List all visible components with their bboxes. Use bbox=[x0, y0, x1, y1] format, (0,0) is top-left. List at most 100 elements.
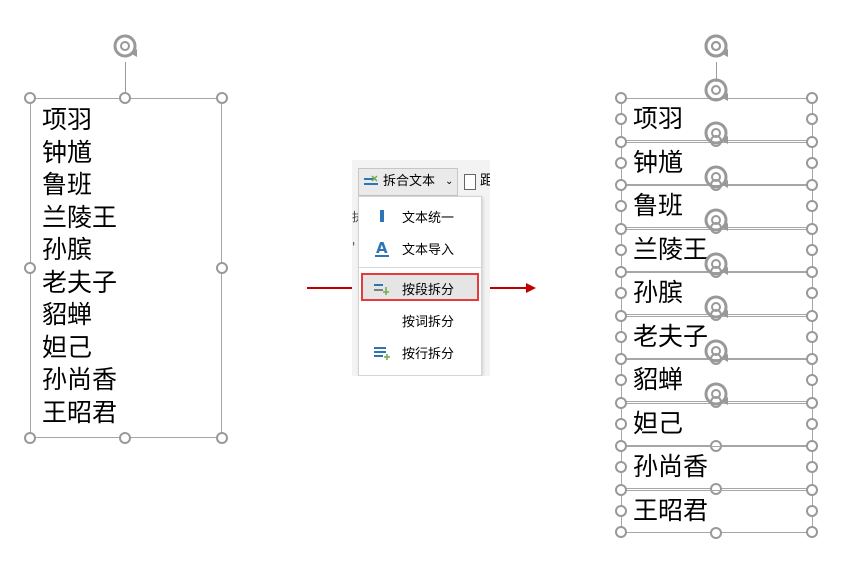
svg-text:A: A bbox=[376, 239, 388, 257]
resize-handle-right[interactable] bbox=[806, 330, 818, 343]
resize-handle-top-right[interactable] bbox=[806, 353, 818, 365]
resize-handle-right[interactable] bbox=[806, 243, 818, 256]
text-line: 老夫子 bbox=[42, 267, 118, 297]
resize-handle-left[interactable] bbox=[615, 156, 627, 169]
menu-item-split-by-line[interactable]: 按行拆分 bbox=[359, 337, 481, 367]
resize-handle-right[interactable] bbox=[806, 461, 818, 473]
text-line: 妲己 bbox=[42, 332, 93, 362]
resize-handle-top-left[interactable] bbox=[615, 309, 627, 322]
resize-handle-top-right[interactable] bbox=[806, 396, 818, 409]
resize-handle-left[interactable] bbox=[615, 461, 627, 473]
resize-handle-top-left[interactable] bbox=[615, 440, 627, 452]
resize-handle-top-left[interactable] bbox=[615, 222, 627, 235]
resize-handle-right[interactable] bbox=[806, 113, 818, 125]
menu-item-label: 文本统一 bbox=[402, 211, 455, 226]
resize-handle-top-right[interactable] bbox=[806, 135, 818, 148]
resize-handle-top-right[interactable] bbox=[806, 179, 818, 191]
menu-item-label: 按行拆分 bbox=[402, 347, 455, 362]
ribbon-fragment: ' bbox=[352, 240, 356, 254]
resize-handle-bottom[interactable] bbox=[119, 432, 131, 444]
menu-item-split-by-word[interactable]: 按词拆分 bbox=[359, 305, 481, 335]
chevron-down-icon: ⌄ bbox=[445, 176, 454, 187]
resize-handle-top-left[interactable] bbox=[615, 266, 627, 278]
document-icon[interactable] bbox=[464, 174, 476, 190]
resize-handle-top[interactable] bbox=[119, 92, 131, 104]
menu-screenshot: 拆合文本 ⌄ 距 执 ' 文本统一 A 文本导入 按 bbox=[352, 160, 490, 376]
split-text-line: 貂蝉 bbox=[633, 365, 684, 394]
rotate-handle-icon[interactable] bbox=[701, 336, 731, 366]
resize-handle-left[interactable] bbox=[615, 113, 627, 125]
resize-handle-left[interactable] bbox=[615, 330, 627, 343]
resize-handle-top-right[interactable] bbox=[806, 92, 818, 104]
split-text-line: 妲己 bbox=[633, 408, 684, 438]
resize-handle-right[interactable] bbox=[806, 417, 818, 430]
resize-handle-right[interactable] bbox=[806, 504, 818, 517]
resize-handle-top-left[interactable] bbox=[615, 92, 627, 104]
text-line: 孙尚香 bbox=[42, 365, 118, 394]
rotate-handle-icon[interactable] bbox=[701, 292, 731, 322]
text-line: 钟馗 bbox=[42, 137, 93, 167]
split-text-line: 兰陵王 bbox=[633, 234, 709, 264]
text-line: 貂蝉 bbox=[42, 300, 93, 329]
menu-item-text-import[interactable]: A 文本导入 bbox=[359, 233, 481, 263]
resize-handle-top-right[interactable] bbox=[806, 266, 818, 278]
menu-item-text-unify[interactable]: 文本统一 bbox=[359, 201, 481, 231]
resize-handle-top-left[interactable] bbox=[615, 179, 627, 191]
text-import-icon: A bbox=[375, 239, 389, 257]
resize-handle-bottom-right[interactable] bbox=[806, 526, 818, 538]
resize-handle-top-left[interactable] bbox=[615, 353, 627, 365]
resize-handle-top-left[interactable] bbox=[615, 135, 627, 148]
resize-handle-left[interactable] bbox=[615, 287, 627, 299]
resize-handle-top-right[interactable] bbox=[806, 440, 818, 452]
resize-handle-top-right[interactable] bbox=[806, 222, 818, 235]
resize-handle-top-left[interactable] bbox=[615, 396, 627, 409]
resize-handle-top-right[interactable] bbox=[806, 483, 818, 496]
menu-item-split-by-paragraph[interactable]: 按段拆分 bbox=[361, 273, 479, 301]
resize-handle-right[interactable] bbox=[216, 262, 228, 274]
text-line: 项羽 bbox=[42, 105, 93, 134]
menu-separator bbox=[359, 267, 481, 268]
text-line: 兰陵王 bbox=[42, 202, 118, 232]
resize-handle-right[interactable] bbox=[806, 156, 818, 169]
resize-handle-bottom[interactable] bbox=[710, 439, 722, 452]
resize-handle-left[interactable] bbox=[615, 417, 627, 430]
text-line: 孙膑 bbox=[42, 235, 93, 264]
resize-handle-left[interactable] bbox=[615, 200, 627, 212]
resize-handle-bottom[interactable] bbox=[710, 483, 722, 495]
resize-handle-right[interactable] bbox=[806, 287, 818, 299]
resize-handle-bottom[interactable] bbox=[710, 526, 722, 539]
resize-handle-left[interactable] bbox=[615, 374, 627, 386]
rotate-handle-icon[interactable] bbox=[701, 249, 731, 279]
resize-handle-left[interactable] bbox=[615, 243, 627, 256]
resize-handle-left[interactable] bbox=[615, 504, 627, 517]
rotate-handle-icon[interactable] bbox=[701, 205, 731, 235]
resize-handle-top-right[interactable] bbox=[806, 309, 818, 322]
resize-handle-right[interactable] bbox=[806, 200, 818, 212]
split-text-line: 老夫子 bbox=[633, 321, 709, 351]
text-line: 王昭君 bbox=[42, 397, 118, 427]
rotate-handle-icon[interactable] bbox=[701, 162, 731, 192]
resize-handle-bottom-left[interactable] bbox=[615, 526, 627, 538]
split-paragraph-icon bbox=[374, 284, 389, 295]
menu-item-label: 按词拆分 bbox=[402, 315, 455, 330]
rotate-handle-icon[interactable] bbox=[701, 379, 731, 409]
split-text-line: 孙尚香 bbox=[633, 452, 709, 481]
split-merge-text-button[interactable]: 拆合文本 ⌄ bbox=[358, 168, 458, 196]
resize-handle-right[interactable] bbox=[806, 374, 818, 386]
resize-handle-top-left[interactable] bbox=[615, 483, 627, 496]
resize-handle-top-right[interactable] bbox=[216, 92, 228, 104]
rotate-handle-icon[interactable] bbox=[701, 31, 731, 61]
arrow-left-segment bbox=[307, 287, 355, 289]
resize-handle-left[interactable] bbox=[24, 262, 36, 274]
resize-handle-bottom-left[interactable] bbox=[24, 432, 36, 444]
text-unify-icon bbox=[380, 210, 384, 222]
rotate-stem bbox=[125, 62, 126, 98]
rotate-handle-icon[interactable] bbox=[701, 118, 731, 148]
split-text-line: 王昭君 bbox=[633, 495, 709, 525]
resize-handle-bottom-right[interactable] bbox=[216, 432, 228, 444]
text-line: 鲁班 bbox=[42, 170, 93, 199]
split-line-icon bbox=[374, 347, 390, 360]
rotate-handle-icon[interactable] bbox=[110, 31, 140, 61]
resize-handle-top-left[interactable] bbox=[24, 92, 36, 104]
